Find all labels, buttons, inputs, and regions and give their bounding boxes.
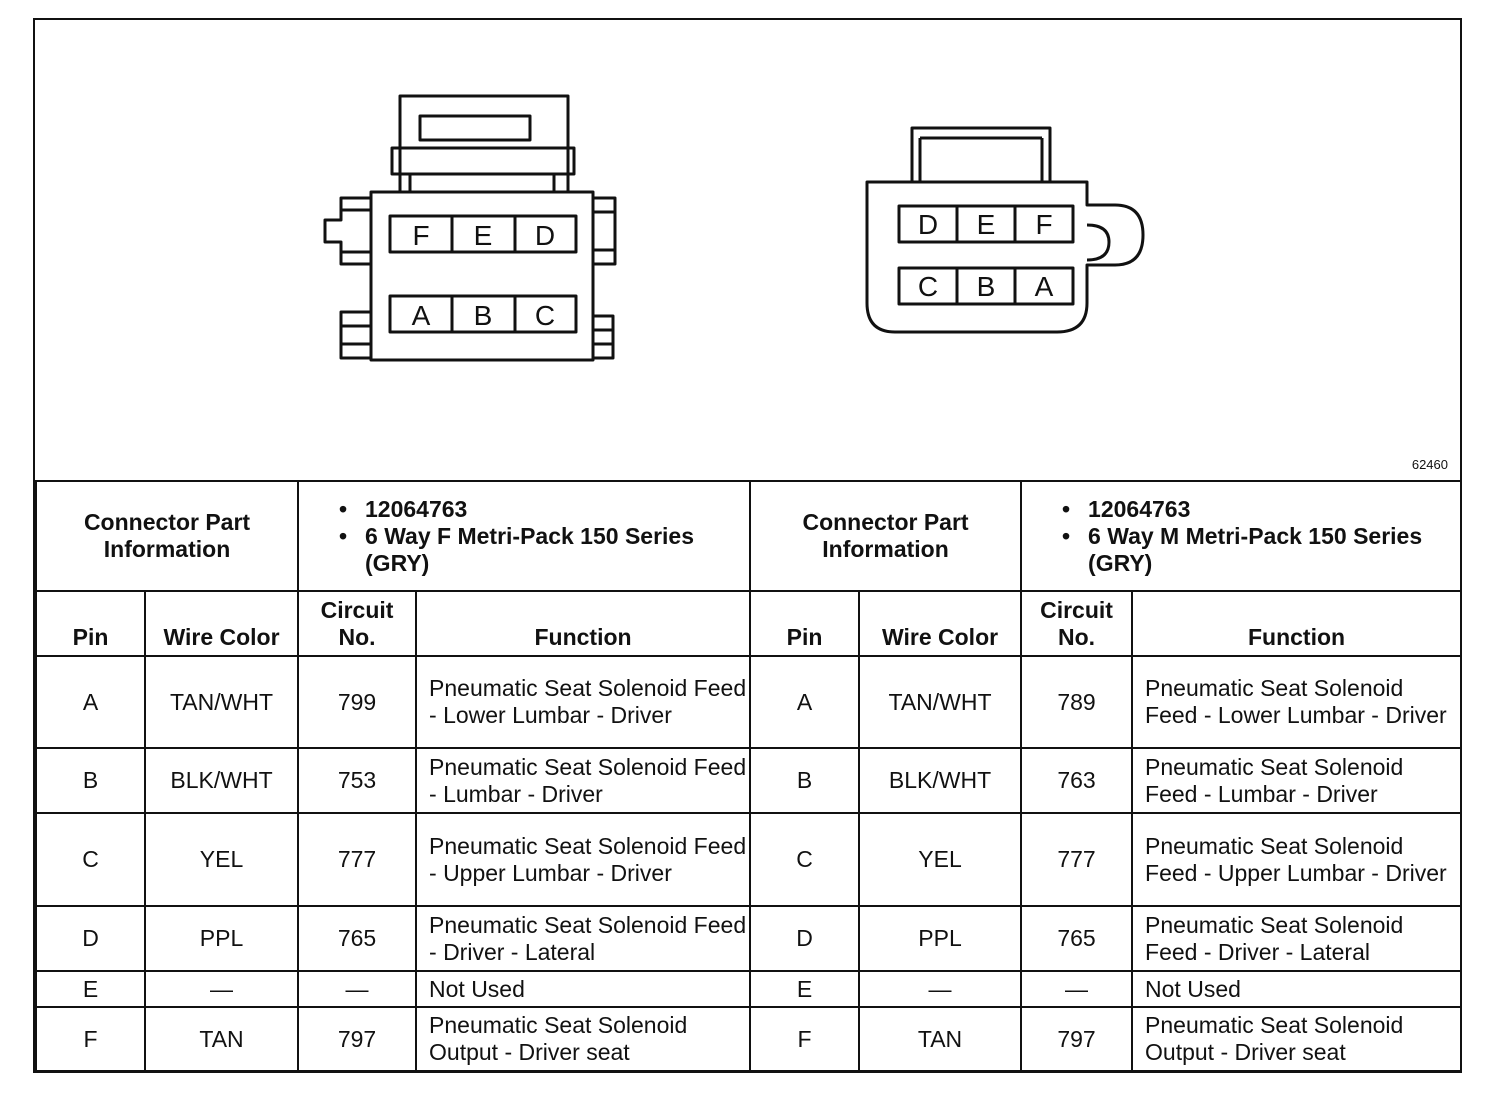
pin-cell-left: C xyxy=(35,812,146,907)
wire-color-cell-right: PPL xyxy=(858,905,1023,972)
circuit-cell-right: — xyxy=(1020,970,1134,1008)
male-pin-label: D xyxy=(918,209,938,240)
function-cell-left: Pneumatic Seat Solenoid Feed - Lower Lum… xyxy=(415,655,752,749)
male-pin-label: C xyxy=(918,271,938,302)
male-pin-label: F xyxy=(1035,209,1052,240)
male-pin-label: E xyxy=(977,209,996,240)
function-cell-left: Pneumatic Seat Solenoid Feed - Upper Lum… xyxy=(415,812,752,907)
header-wire-color-left: Wire Color xyxy=(143,590,300,657)
part-number-right: 12064763 xyxy=(1062,496,1460,523)
info-title-right: Connector Part Information xyxy=(749,480,1023,592)
pin-cell-right: A xyxy=(749,655,861,749)
function-cell-left: Pneumatic Seat Solenoid Output - Driver … xyxy=(415,1006,752,1072)
male-connector-body xyxy=(865,126,1145,334)
circuit-cell-right: 777 xyxy=(1020,812,1134,907)
circuit-cell-right: 789 xyxy=(1020,655,1134,749)
circuit-cell-left: 753 xyxy=(297,747,418,814)
header-circuit-right: Circuit No. xyxy=(1020,590,1134,657)
function-cell-left: Pneumatic Seat Solenoid Feed - Driver - … xyxy=(415,905,752,972)
pin-cell-left: B xyxy=(35,747,146,814)
header-function-right: Function xyxy=(1131,590,1463,657)
header-circuit-left: Circuit No. xyxy=(297,590,418,657)
circuit-cell-right: 763 xyxy=(1020,747,1134,814)
header-wire-color-right: Wire Color xyxy=(858,590,1023,657)
function-cell-right: Pneumatic Seat Solenoid Feed - Driver - … xyxy=(1131,905,1463,972)
function-cell-right: Pneumatic Seat Solenoid Feed - Upper Lum… xyxy=(1131,812,1463,907)
circuit-cell-right: 797 xyxy=(1020,1006,1134,1072)
header-row: Pin Wire Color Circuit No. Function Pin … xyxy=(35,590,1463,657)
info-row: Connector Part Information 12064763 6 Wa… xyxy=(34,480,1463,592)
header-function-left: Function xyxy=(415,590,752,657)
header-pin-left: Pin xyxy=(35,590,146,657)
pin-cell-left: F xyxy=(35,1006,146,1072)
circuit-cell-left: — xyxy=(297,970,418,1008)
figure-id: 62460 xyxy=(1411,457,1448,472)
female-pin-label: F xyxy=(412,220,429,251)
pin-cell-right: F xyxy=(749,1006,861,1072)
female-pin-label: B xyxy=(474,300,493,331)
wire-color-cell-right: — xyxy=(858,970,1023,1008)
wire-color-cell-left: TAN xyxy=(143,1006,300,1072)
function-cell-right: Pneumatic Seat Solenoid Output - Driver … xyxy=(1131,1006,1463,1072)
pin-cell-left: D xyxy=(35,905,146,972)
info-title-left: Connector Part Information xyxy=(34,480,300,592)
female-pin-label: E xyxy=(474,220,493,251)
wire-color-cell-right: YEL xyxy=(858,812,1023,907)
wire-color-cell-right: TAN/WHT xyxy=(858,655,1023,749)
function-cell-left: Not Used xyxy=(415,970,752,1008)
description-left: 6 Way F Metri-Pack 150 Series (GRY) xyxy=(339,523,749,577)
wire-color-cell-left: TAN/WHT xyxy=(143,655,300,749)
female-pin-label: D xyxy=(535,220,555,251)
function-cell-right: Pneumatic Seat Solenoid Feed - Lower Lum… xyxy=(1131,655,1463,749)
male-pin-label: B xyxy=(977,271,996,302)
pin-cell-right: D xyxy=(749,905,861,972)
pin-cell-right: C xyxy=(749,812,861,907)
function-cell-left: Pneumatic Seat Solenoid Feed - Lumbar - … xyxy=(415,747,752,814)
pin-cell-right: B xyxy=(749,747,861,814)
circuit-cell-left: 799 xyxy=(297,655,418,749)
circuit-cell-left: 797 xyxy=(297,1006,418,1072)
pin-cell-right: E xyxy=(749,970,861,1008)
pin-cell-left: A xyxy=(35,655,146,749)
wire-color-cell-left: BLK/WHT xyxy=(143,747,300,814)
info-detail-right: 12064763 6 Way M Metri-Pack 150 Series (… xyxy=(1020,480,1463,592)
wire-color-cell-left: — xyxy=(143,970,300,1008)
circuit-cell-right: 765 xyxy=(1020,905,1134,972)
header-pin-right: Pin xyxy=(749,590,861,657)
female-connector-body xyxy=(323,94,617,362)
function-cell-right: Not Used xyxy=(1131,970,1463,1008)
female-pin-label: C xyxy=(535,300,555,331)
male-pin-label: A xyxy=(1035,271,1054,302)
part-number-left: 12064763 xyxy=(339,496,749,523)
connector-table: Connector Part Information 12064763 6 Wa… xyxy=(34,480,1463,1072)
wire-color-cell-right: TAN xyxy=(858,1006,1023,1072)
pin-cell-left: E xyxy=(35,970,146,1008)
wire-color-cell-left: YEL xyxy=(143,812,300,907)
circuit-cell-left: 777 xyxy=(297,812,418,907)
description-right: 6 Way M Metri-Pack 150 Series (GRY) xyxy=(1062,523,1460,577)
circuit-cell-left: 765 xyxy=(297,905,418,972)
info-detail-left: 12064763 6 Way F Metri-Pack 150 Series (… xyxy=(297,480,752,592)
function-cell-right: Pneumatic Seat Solenoid Feed - Lumbar - … xyxy=(1131,747,1463,814)
wire-color-cell-right: BLK/WHT xyxy=(858,747,1023,814)
wire-color-cell-left: PPL xyxy=(143,905,300,972)
female-pin-label: A xyxy=(412,300,431,331)
